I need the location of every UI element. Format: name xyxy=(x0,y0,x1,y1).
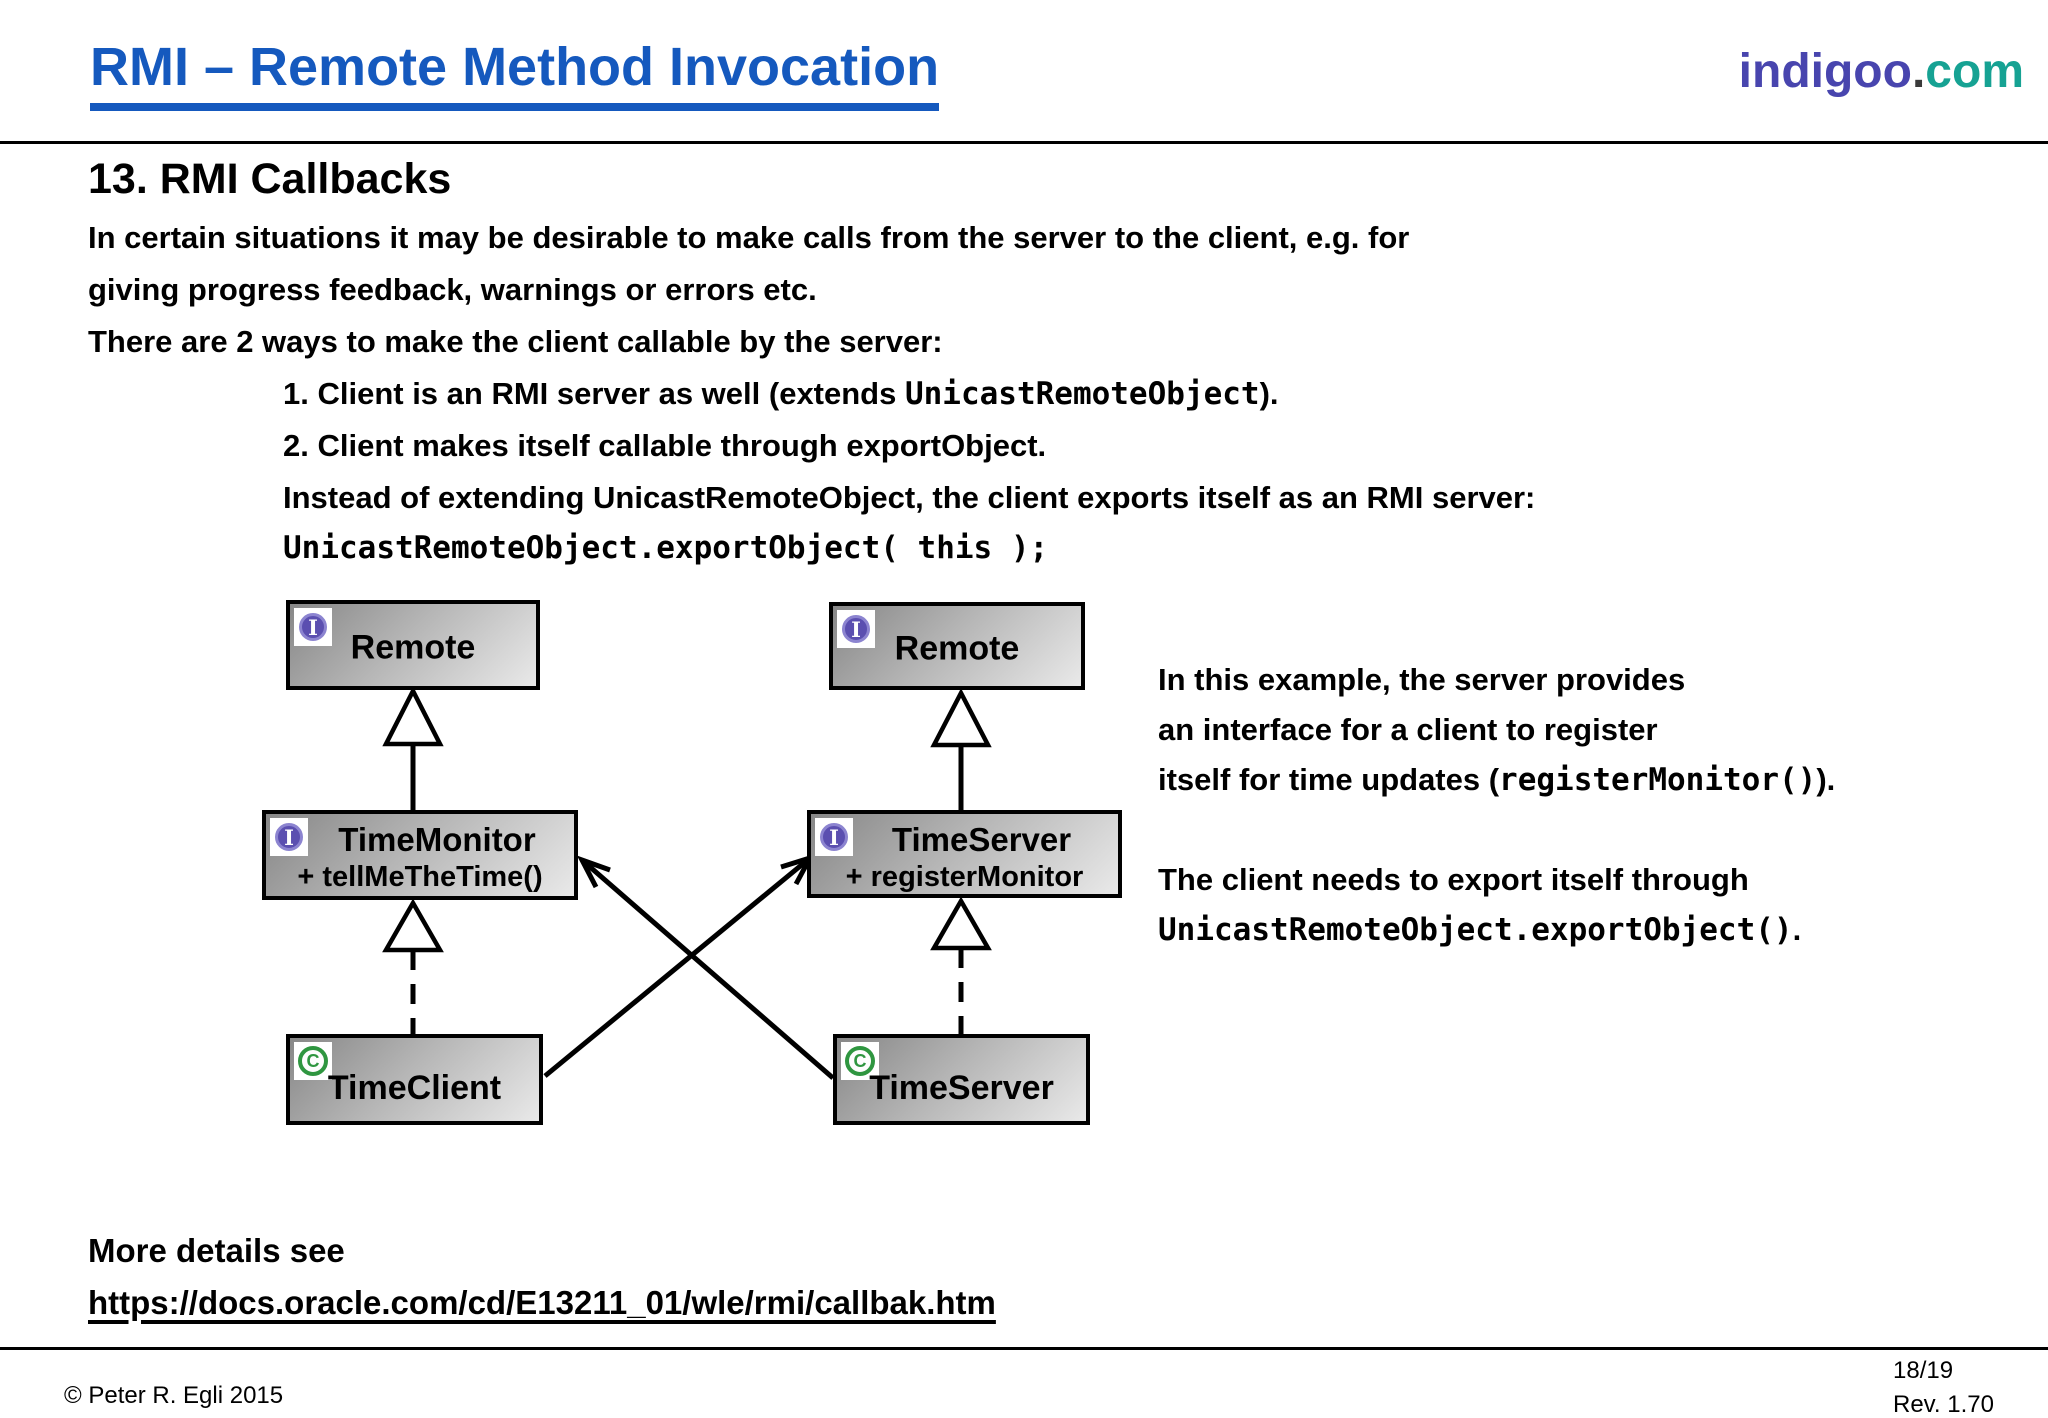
uml-box-remote-right: I Remote xyxy=(829,602,1085,690)
header-divider xyxy=(0,141,2048,144)
side-note-line-3-code: registerMonitor() xyxy=(1499,762,1817,798)
class-icon: C xyxy=(841,1042,879,1080)
side-note-line-1: In this example, the server provides xyxy=(1158,662,1686,697)
realization-timeserverclass-timeserverif xyxy=(930,896,992,1036)
list-item-2: 2. Client makes itself callable through … xyxy=(283,428,1047,463)
interface-icon: I xyxy=(837,610,875,648)
revision-number: Rev. 1.70 xyxy=(1893,1391,1994,1418)
uml-box-timeclient: C TimeClient xyxy=(286,1034,543,1125)
uml-box-timeserver-interface: I TimeServer + registerMonitor xyxy=(807,810,1122,898)
side-note-line-4: The client needs to export itself throug… xyxy=(1158,862,1749,897)
list-item-1-text: 1. Client is an RMI server as well (exte… xyxy=(283,376,905,411)
side-note-line-3-end: ). xyxy=(1816,762,1836,797)
page-info: 18/19 Rev. 1.70 xyxy=(1893,1354,1994,1418)
generalization-timeserver-remote xyxy=(930,688,992,812)
interface-icon-letter: I xyxy=(299,613,327,641)
association-timeserverclass-timemonitor xyxy=(576,855,835,1080)
side-note-line-5-end: . xyxy=(1792,912,1802,947)
intro-line-2: giving progress feedback, warnings or er… xyxy=(88,272,817,307)
oracle-docs-link[interactable]: https://docs.oracle.com/cd/E13211_01/wle… xyxy=(88,1284,996,1321)
intro-line-3: There are 2 ways to make the client call… xyxy=(88,324,943,359)
uml-box-label: Remote xyxy=(350,628,476,667)
list-item-1: 1. Client is an RMI server as well (exte… xyxy=(283,376,1279,412)
side-note-line-5: UnicastRemoteObject.exportObject(). xyxy=(1158,912,1801,948)
brand-logo-dot: . xyxy=(1911,45,1926,98)
list-item-1-code: UnicastRemoteObject xyxy=(904,376,1260,412)
brand-logo-indigoo: indigoo xyxy=(1738,45,1912,98)
uml-box-timemonitor: I TimeMonitor + tellMeTheTime() xyxy=(262,810,578,900)
side-note-line-3-text: itself for time updates ( xyxy=(1158,762,1500,797)
copyright-text: © Peter R. Egli 2015 xyxy=(64,1382,284,1409)
interface-icon-letter: I xyxy=(820,823,848,851)
interface-icon: I xyxy=(294,608,332,646)
uml-box-timeserver-class: C TimeServer xyxy=(833,1034,1090,1125)
section-heading: 13. RMI Callbacks xyxy=(88,155,452,203)
interface-icon-letter: I xyxy=(842,615,870,643)
more-details-label: More details see xyxy=(88,1232,345,1269)
interface-icon-letter: I xyxy=(275,823,303,851)
side-note-line-2: an interface for a client to register xyxy=(1158,712,1658,747)
generalization-timemonitor-remote xyxy=(382,686,444,812)
uml-box-label: TimeClient xyxy=(327,1068,502,1107)
brand-logo: indigoo.com xyxy=(1739,48,2024,96)
uml-box-remote-left: I Remote xyxy=(286,600,540,690)
page-number: 18/19 xyxy=(1893,1357,1954,1384)
code-line: UnicastRemoteObject.exportObject( this )… xyxy=(283,530,1049,566)
class-icon-letter: C xyxy=(845,1046,875,1076)
uml-box-label: TimeMonitor xyxy=(338,821,536,858)
uml-box-label: TimeServer xyxy=(891,821,1072,858)
footer-divider xyxy=(0,1347,2048,1350)
list-item-1-end: ). xyxy=(1259,376,1279,411)
side-note-line-5-code: UnicastRemoteObject.exportObject() xyxy=(1158,912,1793,948)
class-icon-letter: C xyxy=(298,1046,328,1076)
intro-line-1: In certain situations it may be desirabl… xyxy=(88,220,1410,255)
page-title: RMI – Remote Method Invocation xyxy=(90,37,940,112)
list-item-3: Instead of extending UnicastRemoteObject… xyxy=(283,480,1536,515)
interface-icon: I xyxy=(270,818,308,856)
brand-logo-com: com xyxy=(1925,45,2024,98)
association-timeclient-timeserverif xyxy=(543,853,816,1078)
realization-timeclient-timemonitor xyxy=(382,898,444,1036)
interface-icon: I xyxy=(815,818,853,856)
uml-box-label: Remote xyxy=(894,629,1020,668)
side-note-line-3: itself for time updates (registerMonitor… xyxy=(1158,762,1835,798)
uml-box-method: + tellMeTheTime() xyxy=(297,861,543,893)
uml-box-method: + registerMonitor xyxy=(845,861,1084,893)
uml-box-label: TimeServer xyxy=(869,1068,1054,1107)
class-icon: C xyxy=(294,1042,332,1080)
